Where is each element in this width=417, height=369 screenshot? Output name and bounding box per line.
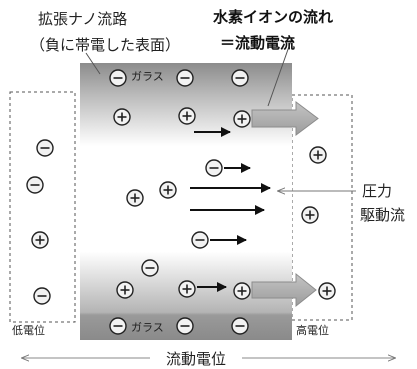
- channel-leader-line: [85, 52, 101, 75]
- negative-ion-icon: [109, 69, 127, 87]
- negative-ion-icon: [231, 317, 249, 335]
- negative-ion-icon: [141, 259, 159, 277]
- positive-ion-icon: [113, 108, 131, 126]
- proton-flow-title: 水素イオンの流れ: [213, 8, 333, 26]
- negative-ion-icon: [109, 317, 127, 335]
- low-potential-label: 低電位: [12, 323, 45, 337]
- proton-flow-leader-line: [267, 37, 293, 107]
- negative-ion-icon: [33, 287, 51, 305]
- negative-ion-icon: [176, 317, 194, 335]
- channel-subtitle: （負に帯電した表面）: [30, 36, 180, 54]
- glass-bottom-label: ガラス: [131, 321, 164, 334]
- streaming-potential-label: 流動電位: [166, 350, 226, 368]
- positive-ion-icon: [178, 107, 196, 125]
- negative-ion-icon: [36, 139, 54, 157]
- positive-ion-icon: [31, 231, 49, 249]
- glass-top-label: ガラス: [131, 70, 164, 83]
- ion-layer: [26, 69, 336, 335]
- high-potential-label: 高電位: [296, 323, 329, 337]
- negative-ion-icon: [176, 69, 194, 87]
- positive-ion-icon: [178, 280, 196, 298]
- channel-title: 拡張ナノ流路: [38, 10, 127, 28]
- negative-ion-icon: [205, 159, 223, 177]
- positive-ion-icon: [126, 189, 144, 207]
- flow-arrow-icon: [251, 272, 317, 308]
- pressure-flow-arrows: [190, 127, 271, 292]
- pressure-label-line1: 圧力: [362, 182, 392, 200]
- negative-ion-icon: [191, 231, 209, 249]
- positive-ion-icon: [233, 110, 251, 128]
- positive-ion-icon: [116, 281, 134, 299]
- positive-ion-icon: [233, 282, 251, 300]
- positive-ion-icon: [309, 146, 327, 164]
- low-potential-reservoir: [9, 91, 76, 323]
- negative-ion-icon: [26, 176, 44, 194]
- positive-ion-icon: [159, 181, 177, 199]
- negative-ion-icon: [231, 69, 249, 87]
- positive-ion-icon: [318, 282, 336, 300]
- positive-ion-icon: [301, 206, 319, 224]
- proton-flow-subtitle: ＝流動電流: [220, 34, 295, 52]
- flow-arrow-icon: [251, 101, 319, 136]
- pressure-label-line2: 駆動流: [360, 206, 405, 224]
